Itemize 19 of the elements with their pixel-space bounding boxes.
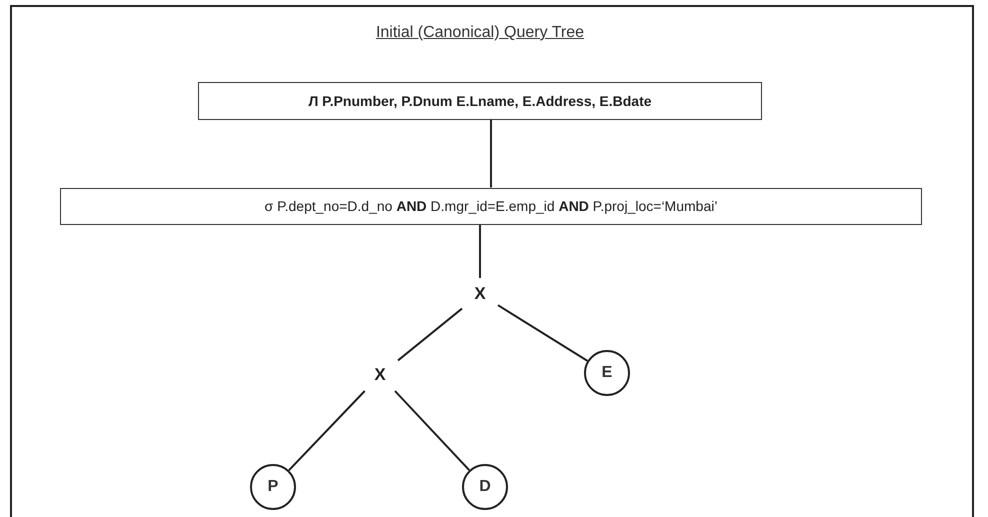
title: Initial (Canonical) Query Tree <box>374 24 586 42</box>
tree-edge <box>394 390 470 471</box>
node-text: X <box>374 365 386 385</box>
tree-edge <box>397 308 463 362</box>
relation-circle <box>462 464 508 510</box>
relation-circle <box>250 464 296 510</box>
node-text: X <box>474 284 486 304</box>
tree-edge <box>490 120 492 188</box>
tree-edge <box>479 224 481 278</box>
tree-edge <box>497 304 588 362</box>
node-text: E <box>602 364 612 382</box>
node-text: Л P.Pnumber, P.Dnum E.Lname, E.Address, E.Bdate <box>308 93 652 109</box>
node-text: D <box>479 478 491 496</box>
relation-circle <box>584 350 630 396</box>
tree-edge <box>288 390 366 472</box>
operation-box <box>60 188 922 224</box>
node-text: P <box>268 478 278 496</box>
node-text: σ P.dept_no=D.d_no AND D.mgr_id=E.emp_id AND P.proj_loc=‘Mumbai’ <box>264 198 718 214</box>
operation-box <box>198 82 762 120</box>
